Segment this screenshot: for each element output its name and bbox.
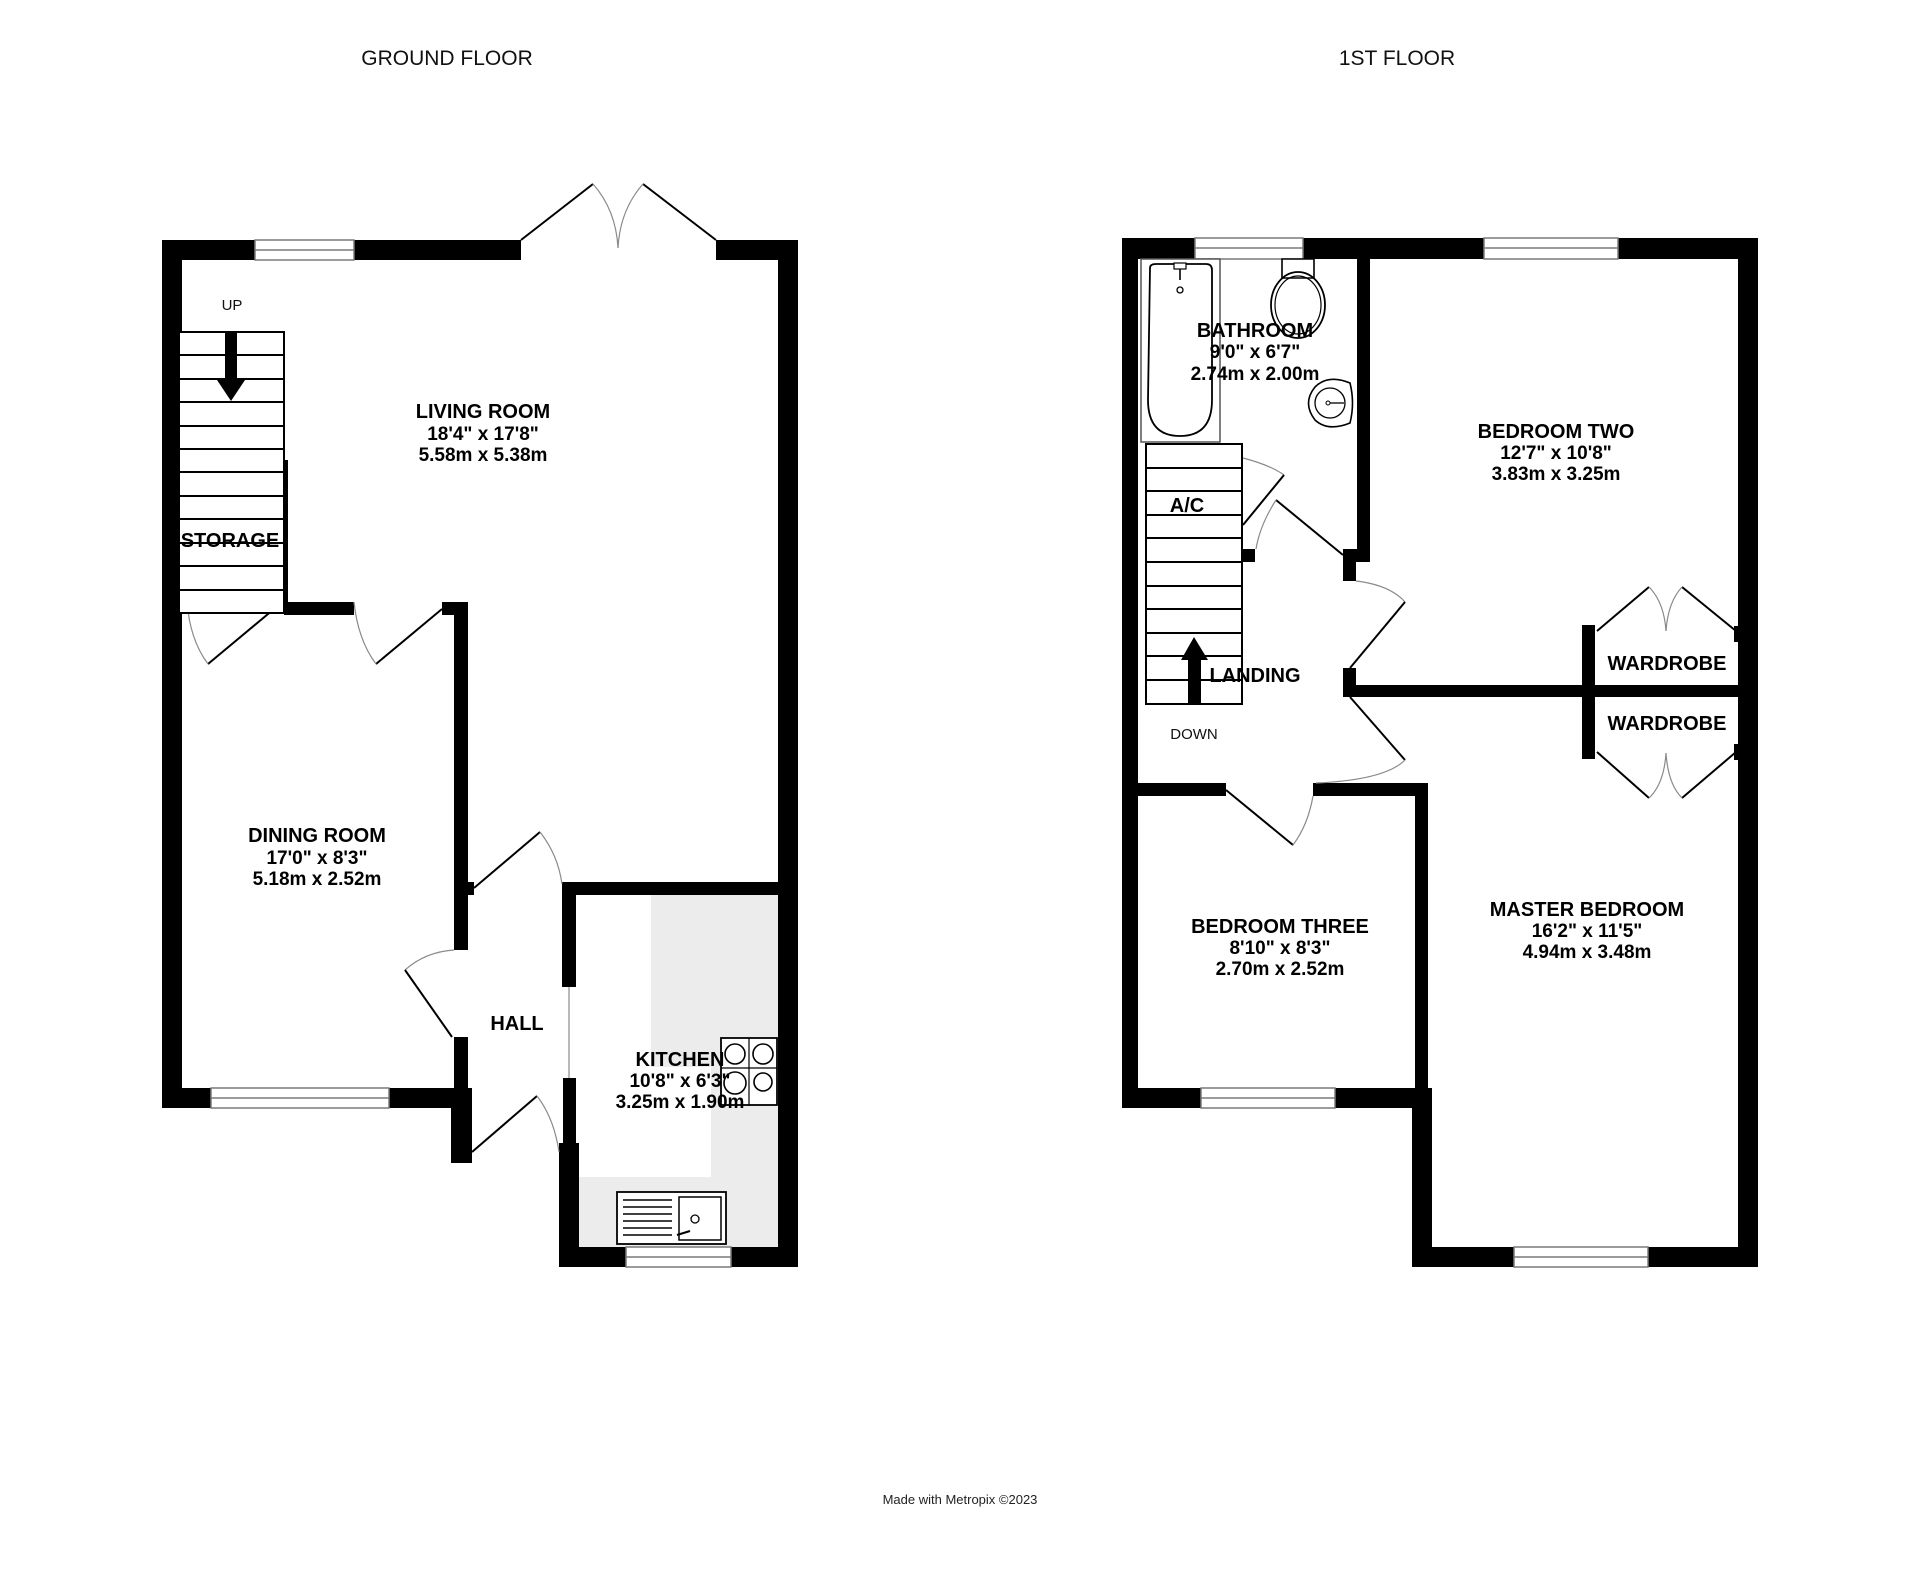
svg-text:BATHROOM: BATHROOM [1197,320,1313,342]
svg-text:BEDROOM TWO: BEDROOM TWO [1478,421,1635,443]
first-stairs: DOWN [1145,443,1243,743]
svg-text:MASTER BEDROOM: MASTER BEDROOM [1490,899,1684,921]
bedroom-three-door [1225,789,1314,846]
bathroom-door [1255,499,1344,556]
toilet-icon [1270,258,1326,339]
window-bedroom-two [1483,237,1619,260]
first-windows [1194,237,1649,1268]
svg-text:4.94m x 3.48m: 4.94m x 3.48m [1523,942,1652,963]
svg-text:10'8" x 6'3": 10'8" x 6'3" [629,1071,730,1092]
credit-text: Made with Metropix ©2023 [883,1492,1038,1507]
dining-door-top [353,601,443,665]
basin-icon [1307,378,1354,428]
french-doors [520,183,717,249]
living-hall-door [473,831,563,889]
room-label-wardrobe-upper: WARDROBE [1608,653,1727,675]
svg-text:9'0" x 6'7": 9'0" x 6'7" [1210,342,1300,363]
bedroom-two-door [1349,580,1406,669]
airing-cupboard-door [1242,457,1285,526]
room-label-bathroom: BATHROOM 9'0" x 6'7" 2.74m x 2.00m [1191,320,1320,385]
svg-text:3.25m x 1.90m: 3.25m x 1.90m [616,1092,745,1113]
sink-icon [616,1191,727,1245]
room-label-landing: LANDING [1209,665,1300,687]
first-floor: 1ST FLOOR [1122,47,1758,1268]
svg-text:5.58m x 5.38m: 5.58m x 5.38m [419,445,548,466]
wardrobe-upper-doors [1596,586,1737,632]
window-bathroom [1194,237,1304,260]
window-living-top [254,239,355,261]
room-label-kitchen: KITCHEN 10'8" x 6'3" 3.25m x 1.90m [616,1049,745,1113]
room-label-airing-cupboard: A/C [1170,495,1204,517]
svg-text:18'4" x 17'8": 18'4" x 17'8" [427,424,539,445]
room-label-bedroom-two: BEDROOM TWO 12'7" x 10'8" 3.83m x 3.25m [1478,421,1635,485]
dining-hall-door [404,949,455,1038]
room-label-master-bedroom: MASTER BEDROOM 16'2" x 11'5" 4.94m x 3.4… [1490,899,1684,963]
window-dining [210,1087,390,1109]
svg-text:BEDROOM THREE: BEDROOM THREE [1191,916,1369,938]
svg-text:12'7" x 10'8": 12'7" x 10'8" [1500,443,1612,464]
ground-walls [162,240,798,1267]
svg-text:2.74m x 2.00m: 2.74m x 2.00m [1191,364,1320,385]
room-label-storage: STORAGE [181,530,280,552]
window-master-bedroom [1513,1246,1649,1268]
svg-text:5.18m x 2.52m: 5.18m x 2.52m [253,869,382,890]
ground-windows [210,239,732,1268]
ground-stairs: UP [178,297,288,615]
bathtub-icon [1140,258,1221,443]
first-floor-title: 1ST FLOOR [1339,47,1455,70]
svg-text:3.83m x 3.25m: 3.83m x 3.25m [1492,464,1621,485]
master-bedroom-door [1315,696,1406,784]
room-label-dining-room: DINING ROOM 17'0" x 8'3" 5.18m x 2.52m [248,825,386,890]
window-kitchen [625,1246,732,1268]
wardrobe-lower-doors [1596,751,1737,799]
first-walls [1122,238,1758,1267]
svg-text:KITCHEN: KITCHEN [636,1049,725,1071]
room-label-wardrobe-lower: WARDROBE [1608,713,1727,735]
room-label-living-room: LIVING ROOM 18'4" x 17'8" 5.58m x 5.38m [416,401,550,466]
stairs-down-label: DOWN [1170,726,1218,743]
ground-doors [186,183,717,1153]
svg-text:2.70m x 2.52m: 2.70m x 2.52m [1216,959,1345,980]
first-doors [1225,457,1737,846]
ground-floor: GROUND FLOOR [162,47,798,1268]
room-label-bedroom-three: BEDROOM THREE 8'10" x 8'3" 2.70m x 2.52m [1191,916,1369,980]
ground-floor-title: GROUND FLOOR [361,47,533,70]
room-label-hall: HALL [490,1013,543,1035]
svg-text:DINING ROOM: DINING ROOM [248,825,386,847]
svg-text:LIVING ROOM: LIVING ROOM [416,401,550,423]
hob-icon [720,1037,778,1106]
stairs-up-arrow-icon [1181,637,1208,704]
svg-text:16'2" x 11'5": 16'2" x 11'5" [1532,921,1643,942]
stairs-up-label: UP [222,297,243,314]
svg-text:8'10" x 8'3": 8'10" x 8'3" [1229,938,1330,959]
stairs-down-arrow-icon [217,332,245,401]
svg-text:17'0" x 8'3": 17'0" x 8'3" [266,848,367,869]
front-door [471,1095,560,1153]
window-bedroom-three [1200,1087,1336,1109]
